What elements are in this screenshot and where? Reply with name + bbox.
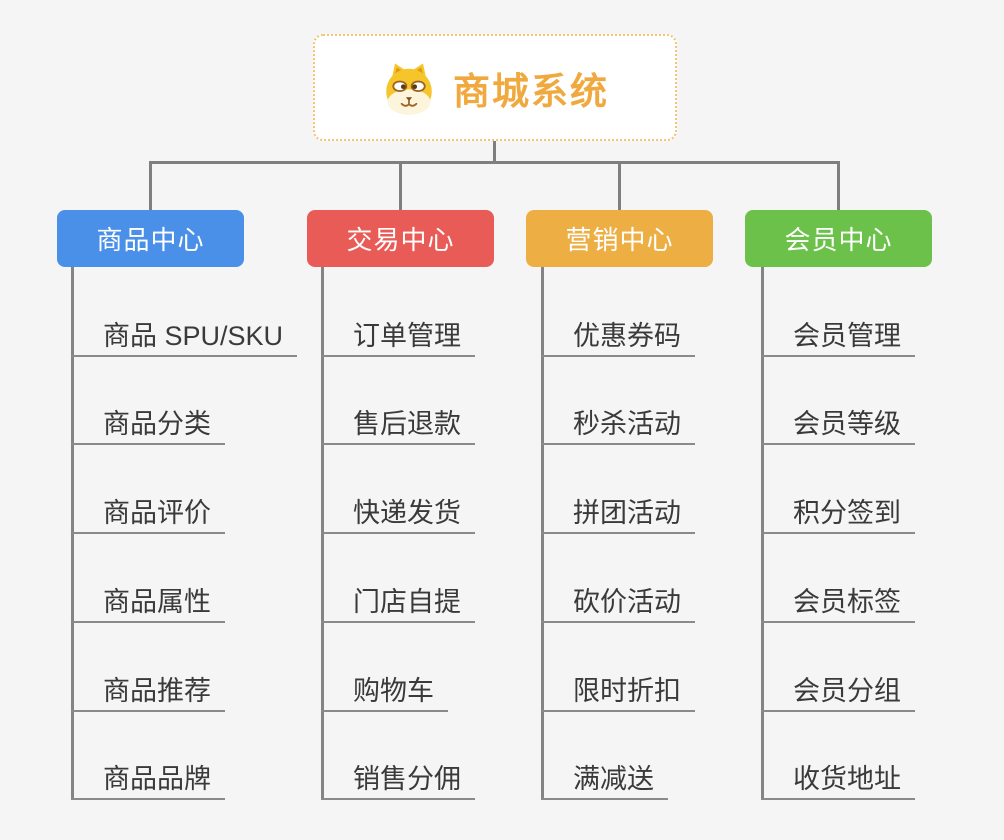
leaf-item[interactable]: 收货地址 <box>761 763 915 800</box>
leaf-item[interactable]: 会员分组 <box>761 675 915 712</box>
leaf-item[interactable]: 会员标签 <box>761 586 915 623</box>
leaf-item[interactable]: 商品推荐 <box>71 675 225 712</box>
branch-node-trade-center[interactable]: 交易中心 <box>307 210 494 267</box>
leaf-item[interactable]: 满减送 <box>541 763 668 800</box>
leaf-item[interactable]: 商品分类 <box>71 408 225 445</box>
leaf-item[interactable]: 优惠券码 <box>541 320 695 357</box>
connector-drop-product <box>149 164 152 210</box>
leaf-item[interactable]: 砍价活动 <box>541 586 695 623</box>
leaf-item[interactable]: 售后退款 <box>321 408 475 445</box>
connector-bus <box>149 161 840 164</box>
connector-drop-member <box>837 164 840 210</box>
branch-node-marketing-center[interactable]: 营销中心 <box>526 210 713 267</box>
branch-node-member-center[interactable]: 会员中心 <box>745 210 932 267</box>
leaf-item[interactable]: 限时折扣 <box>541 675 695 712</box>
leaf-item[interactable]: 销售分佣 <box>321 763 475 800</box>
leaf-item[interactable]: 秒杀活动 <box>541 408 695 445</box>
leaf-item[interactable]: 会员管理 <box>761 320 915 357</box>
leaf-item[interactable]: 订单管理 <box>321 320 475 357</box>
connector-root-stem <box>493 141 496 161</box>
dog-face-icon <box>381 60 437 116</box>
leaf-item[interactable]: 快递发货 <box>321 497 475 534</box>
leaf-item[interactable]: 会员等级 <box>761 408 915 445</box>
connector-drop-marketing <box>618 164 621 210</box>
leaf-item[interactable]: 商品 SPU/SKU <box>71 320 298 357</box>
connector-drop-trade <box>399 164 402 210</box>
leaf-item[interactable]: 积分签到 <box>761 497 915 534</box>
leaf-item[interactable]: 商品品牌 <box>71 763 225 800</box>
root-node-title: 商城系统 <box>453 70 609 112</box>
leaf-item[interactable]: 购物车 <box>321 675 448 712</box>
leaf-item[interactable]: 门店自提 <box>321 586 475 623</box>
branch-node-product-center[interactable]: 商品中心 <box>57 210 244 267</box>
root-node[interactable]: 商城系统 <box>313 34 677 141</box>
leaf-item[interactable]: 拼团活动 <box>541 497 695 534</box>
leaf-item[interactable]: 商品属性 <box>71 586 225 623</box>
leaf-item[interactable]: 商品评价 <box>71 497 225 534</box>
